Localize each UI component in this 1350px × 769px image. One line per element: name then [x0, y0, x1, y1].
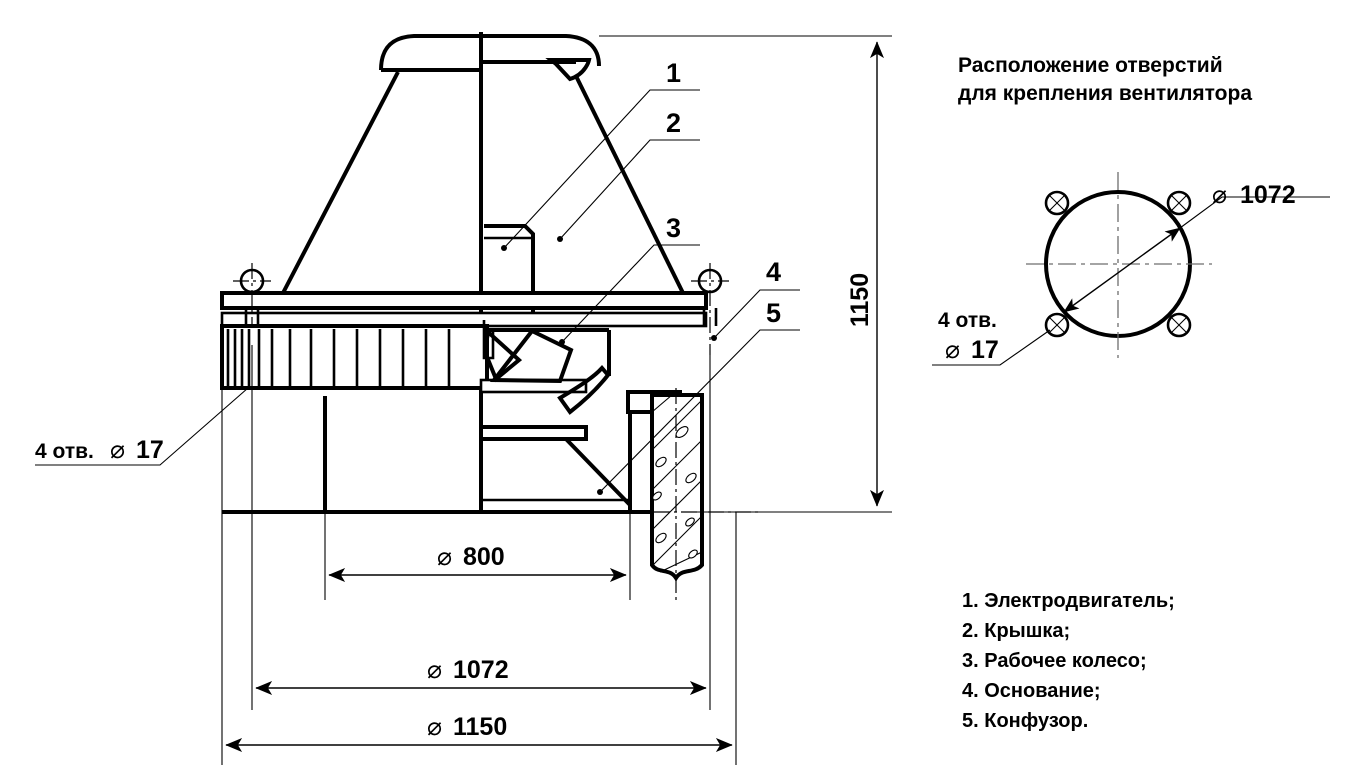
- dimension-diameter-1072: [251, 345, 711, 710]
- callout-leader-4: [711, 289, 800, 341]
- top-flange-plate: [220, 291, 708, 328]
- mounting-hole-bottom-left: [1044, 312, 1070, 338]
- hole-note-main-value: 17: [136, 436, 164, 464]
- confuser-hatched-wall: [600, 388, 760, 600]
- base-structure: [222, 378, 660, 514]
- mounting-hole-top-right: [1166, 190, 1192, 216]
- cover-skirt: [281, 71, 706, 295]
- legend-list: 1. Электродвигатель; 2. Крышка; 3. Рабоч…: [962, 590, 1175, 732]
- dimension-label-height-1150: 1150: [846, 273, 874, 327]
- callout-leader-5: [597, 329, 800, 495]
- hole-note-main-symbol: ⌀: [110, 436, 125, 464]
- legend-item-4: 4. Основание;: [962, 680, 1101, 702]
- mounting-hole-top-left: [1044, 190, 1070, 216]
- dimension-label-diameter-1072: ⌀ 1072: [427, 656, 509, 684]
- legend-item-3: 3. Рабочее колесо;: [962, 650, 1147, 672]
- grille-section: [220, 324, 489, 390]
- flange-bolt-right: [691, 263, 729, 355]
- dimension-label-diameter-800: ⌀ 800: [437, 543, 505, 571]
- dim-1072-value: 1072: [453, 656, 509, 684]
- callout-number-5: 5: [766, 298, 781, 328]
- callout-number-1: 1: [666, 58, 681, 88]
- hole-note-pattern-symbol: ⌀: [945, 336, 960, 364]
- callout-number-3: 3: [666, 213, 681, 243]
- dimension-height-1150: [599, 35, 892, 513]
- impeller-assembly: [479, 320, 632, 507]
- callout-number-2: 2: [666, 108, 681, 138]
- hole-note-pattern-value: 17: [971, 336, 999, 364]
- callout-leader-2: [557, 139, 700, 242]
- legend-item-1: 1. Электродвигатель;: [962, 590, 1175, 612]
- callout-leader-3: [559, 244, 700, 345]
- dim-1150-symbol: ⌀: [427, 713, 442, 741]
- legend-item-2: 2. Крышка;: [962, 620, 1070, 642]
- hole-note-pattern-count: 4 отв.: [938, 309, 997, 332]
- hatch-voids: [652, 426, 698, 559]
- grille-ribs: [226, 329, 451, 386]
- mounting-hole-bottom-right: [1166, 312, 1192, 338]
- cover-cap: [379, 34, 601, 82]
- hole-pattern-title-line2: для крепления вентилятора: [958, 82, 1252, 105]
- hole-pattern-view: [932, 172, 1330, 366]
- dim-800-symbol: ⌀: [437, 543, 452, 571]
- callout-leader-1: [501, 89, 700, 251]
- dim-800-value: 800: [463, 543, 505, 571]
- hole-note-leader-pattern: [932, 329, 1051, 366]
- dimension-diameter-800: [324, 512, 631, 600]
- legend-item-5: 5. Конфузор.: [962, 710, 1088, 732]
- bolt-circle-value: 1072: [1240, 181, 1296, 209]
- flange-bolt-left: [233, 263, 271, 345]
- hole-note-leader-main: [35, 387, 249, 466]
- bolt-circle-dimension-leader: [1063, 196, 1330, 313]
- hole-note-pattern: 4 отв. ⌀ 17: [938, 309, 999, 364]
- callout-number-4: 4: [766, 257, 781, 287]
- hole-pattern-title-line1: Расположение отверстий: [958, 54, 1223, 77]
- callout-leaders: [501, 89, 800, 495]
- main-sectional-view: [35, 32, 892, 765]
- dim-1150-value: 1150: [453, 713, 507, 741]
- dimension-label-diameter-1150: ⌀ 1150: [427, 713, 507, 741]
- hole-note-main: 4 отв. ⌀ 17: [35, 436, 164, 464]
- dimension-diameter-1150: [221, 326, 737, 765]
- bolt-circle-label: ⌀ 1072: [1212, 181, 1296, 209]
- hole-note-main-count: 4 отв.: [35, 440, 94, 463]
- dim-1072-symbol: ⌀: [427, 656, 442, 684]
- bolt-circle-symbol: ⌀: [1212, 181, 1227, 209]
